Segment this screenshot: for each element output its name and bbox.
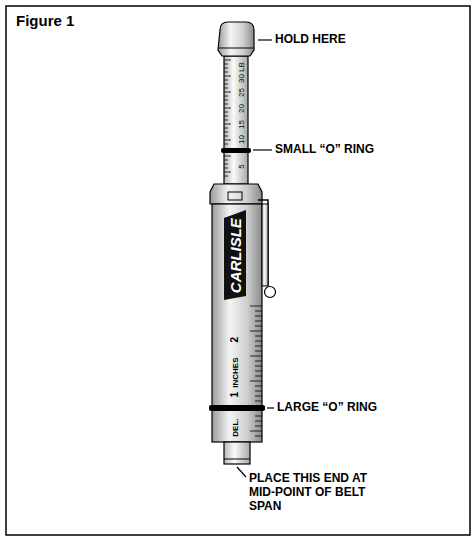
scale-tick xyxy=(224,72,228,73)
scale-tick xyxy=(224,92,231,93)
scale-tick xyxy=(255,341,262,342)
scale-tick xyxy=(224,168,228,169)
scale-tick xyxy=(250,331,262,332)
body-collar xyxy=(210,184,262,204)
plunger-scale-ticks xyxy=(224,60,231,176)
scale-tick xyxy=(224,172,231,173)
leader-line xyxy=(258,39,272,40)
inch-scale-ticks xyxy=(250,306,262,436)
small-o-ring xyxy=(221,148,251,153)
callout-label: HOLD HERE xyxy=(275,33,346,47)
scale-tick xyxy=(224,80,228,81)
callout-label: PLACE THIS END AT MID-POINT OF BELT SPAN xyxy=(249,472,367,513)
scale-tick xyxy=(224,88,228,89)
pocket-clip-arm xyxy=(262,204,268,286)
scale-tick xyxy=(224,160,228,161)
scale-tick xyxy=(224,176,228,177)
scale-tick xyxy=(255,371,262,372)
callout-label: SMALL “O” RING xyxy=(275,143,374,157)
scale-tick xyxy=(224,84,228,85)
scale-number: 10 xyxy=(236,135,245,144)
tip-edge xyxy=(224,459,250,460)
clip-ball xyxy=(265,287,276,298)
scale-tick xyxy=(255,366,262,367)
scale-tick xyxy=(224,68,228,69)
collar-window xyxy=(228,192,242,200)
scale-tick xyxy=(224,64,228,65)
scale-tick xyxy=(224,128,228,129)
large-o-ring xyxy=(209,405,265,411)
scale-number: 15 xyxy=(236,120,245,129)
scale-number: 25 xyxy=(236,88,245,97)
scale-tick xyxy=(255,416,262,417)
scale-tick xyxy=(224,104,228,105)
scale-tick xyxy=(255,401,262,402)
scale-tick xyxy=(255,396,262,397)
scale-tick xyxy=(224,136,228,137)
scale-tick xyxy=(224,156,231,157)
logo-plate xyxy=(224,210,246,300)
scale-tick xyxy=(255,376,262,377)
figure-frame xyxy=(6,6,470,535)
hold-cap xyxy=(218,22,254,56)
scale-tick xyxy=(250,431,262,432)
scale-tick xyxy=(255,311,262,312)
scale-tick xyxy=(255,321,262,322)
scale-unit: INCHES xyxy=(231,357,240,387)
scale-tick xyxy=(224,132,228,133)
scale-tick xyxy=(255,386,262,387)
gauge-tip xyxy=(224,442,250,464)
callout-label: LARGE “O” RING xyxy=(277,401,377,415)
plunger-tube xyxy=(224,56,248,184)
scale-tick xyxy=(255,361,262,362)
scale-number: 30 LB xyxy=(236,62,245,83)
scale-tick xyxy=(255,426,262,427)
scale-tick xyxy=(255,421,262,422)
scale-tick xyxy=(224,144,228,145)
scale-number: 20 xyxy=(236,104,245,113)
scale-number: 1 xyxy=(229,392,241,398)
leader-line xyxy=(253,149,272,150)
scale-number: 5 xyxy=(237,164,246,168)
scale-tick xyxy=(224,140,231,141)
scale-tick xyxy=(255,316,262,317)
leader-line xyxy=(237,467,246,477)
scale-tick xyxy=(255,391,262,392)
leader-line xyxy=(267,407,274,408)
scale-tick xyxy=(255,351,262,352)
scale-number: 2 xyxy=(229,337,241,343)
scale-tick xyxy=(250,381,262,382)
scale-tick xyxy=(224,112,228,113)
figure-title: Figure 1 xyxy=(16,12,74,29)
brand-logo: CARLISLE xyxy=(226,218,243,293)
scale-tick xyxy=(255,326,262,327)
scale-tick xyxy=(250,306,262,307)
scale-tick xyxy=(255,346,262,347)
scale-tick xyxy=(255,336,262,337)
scale-tick xyxy=(224,120,228,121)
scale-tick xyxy=(224,164,228,165)
cap-edge xyxy=(219,48,253,49)
scale-tick xyxy=(224,100,228,101)
scale-tick xyxy=(224,60,231,61)
scale-tick xyxy=(224,76,231,77)
scale-tick xyxy=(224,124,231,125)
scale-tick xyxy=(255,436,262,437)
scale-tick xyxy=(224,108,231,109)
pocket-clip xyxy=(258,200,268,286)
scale-tick xyxy=(224,116,228,117)
scale-tick xyxy=(250,356,262,357)
scale-unit: DEL. xyxy=(231,418,240,436)
scale-tick xyxy=(224,96,228,97)
